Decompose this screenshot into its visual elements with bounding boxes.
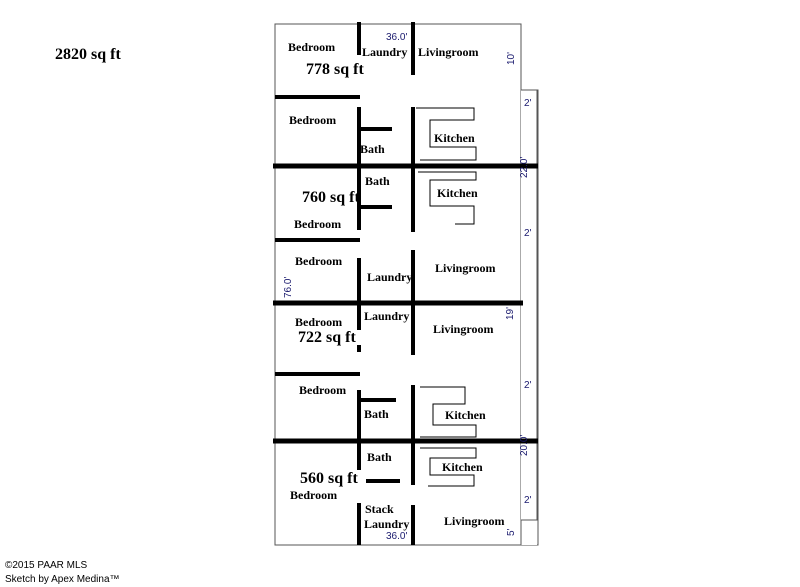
room-kitchen-3: Kitchen	[445, 408, 486, 422]
dim-19: 19'	[505, 307, 516, 320]
dim-5: 5'	[506, 528, 517, 536]
dim-2-d: 2'	[524, 495, 532, 506]
room-livingroom-3: Livingroom	[433, 322, 493, 336]
room-kitchen-2: Kitchen	[437, 186, 478, 200]
room-bath-3: Bath	[364, 407, 389, 421]
room-laundry-4: Laundry	[364, 517, 409, 531]
room-bath-2: Bath	[365, 174, 390, 188]
notch-fill	[521, 90, 537, 545]
room-livingroom-4: Livingroom	[444, 514, 504, 528]
unit-1-area: 778 sq ft	[306, 61, 364, 78]
room-bedroom-7: Bedroom	[290, 488, 337, 502]
footer-copyright: ©2015 PAAR MLS	[5, 560, 88, 571]
dim-2-c: 2'	[524, 380, 532, 391]
room-bath-1: Bath	[360, 142, 385, 156]
room-stack: Stack	[365, 502, 394, 516]
room-laundry-1: Laundry	[362, 45, 407, 59]
room-laundry-2: Laundry	[367, 270, 412, 284]
room-kitchen-4: Kitchen	[442, 460, 483, 474]
room-bedroom-4: Bedroom	[295, 254, 342, 268]
room-bedroom-1: Bedroom	[288, 40, 335, 54]
room-livingroom-1: Livingroom	[418, 45, 478, 59]
building-outline	[274, 23, 539, 546]
room-kitchen-1: Kitchen	[434, 131, 475, 145]
east-wall	[520, 24, 538, 545]
dim-2-b: 2'	[524, 228, 532, 239]
dim-bottom-width: 36.0'	[386, 531, 407, 542]
outline-notch	[520, 89, 539, 545]
dim-22: 22.0'	[519, 157, 530, 178]
kitchen-counter-1	[416, 107, 477, 161]
unit-2-area: 760 sq ft	[302, 189, 360, 206]
room-bath-4: Bath	[367, 450, 392, 464]
footer-sketch: Sketch by Apex Medina™	[5, 574, 120, 585]
kitchen-counter-3	[420, 386, 477, 438]
room-bedroom-2: Bedroom	[289, 113, 336, 127]
unit-3-area: 722 sq ft	[298, 329, 356, 346]
kitchen-counter-4	[420, 447, 477, 487]
dim-2-a: 2'	[524, 98, 532, 109]
room-laundry-3: Laundry	[364, 309, 409, 323]
room-bedroom-5: Bedroom	[295, 315, 342, 329]
dim-height: 76.0'	[283, 277, 294, 298]
dim-20: 20.0'	[519, 435, 530, 456]
room-bedroom-6: Bedroom	[299, 383, 346, 397]
room-livingroom-2: Livingroom	[435, 261, 495, 275]
total-area-label: 2820 sq ft	[55, 46, 121, 63]
kitchen-counter-2	[418, 171, 477, 225]
room-bedroom-3: Bedroom	[294, 217, 341, 231]
dim-10: 10'	[506, 52, 517, 65]
main-rect	[274, 23, 522, 546]
dim-top-width: 36.0'	[386, 32, 407, 43]
unit-4-area: 560 sq ft	[300, 470, 358, 487]
